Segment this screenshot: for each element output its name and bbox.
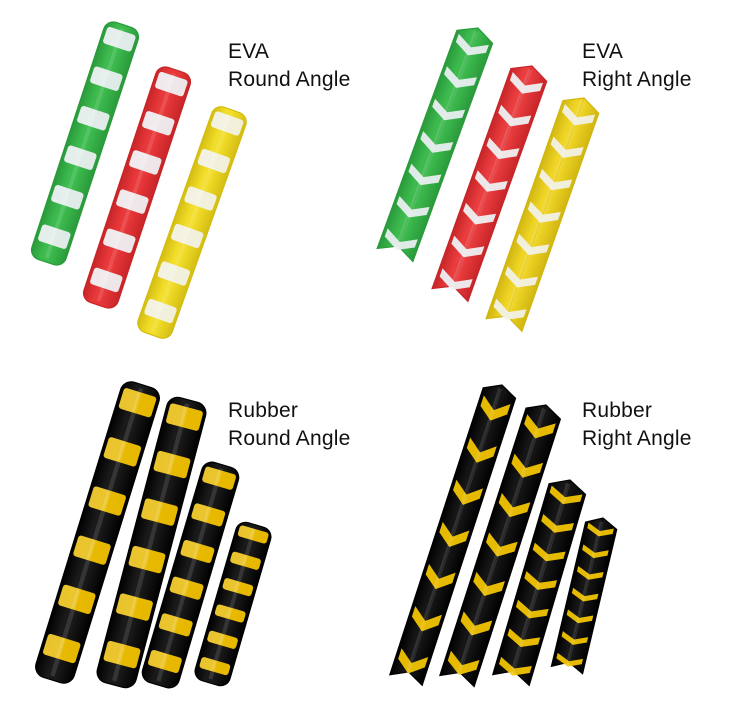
panel-eva-right-angle: EVA Right Angle (371, 0, 743, 355)
corner-guard (438, 404, 562, 688)
panel-caption: EVA Right Angle (582, 38, 692, 94)
corner-guard (35, 381, 160, 684)
caption-material: EVA (582, 40, 624, 63)
corner-guard (194, 521, 272, 687)
caption-material: Rubber (582, 399, 653, 422)
corner-guard (376, 27, 494, 263)
caption-angle: Round Angle (228, 68, 351, 91)
corner-guard (82, 66, 192, 309)
caption-angle: Round Angle (228, 427, 351, 450)
corner-guard (491, 479, 587, 687)
panel-rubber-round-angle: Rubber Round Angle (0, 355, 371, 711)
caption-material: EVA (228, 40, 270, 63)
corner-guard (30, 21, 140, 266)
panel-caption: Rubber Right Angle (582, 397, 692, 453)
caption-angle: Right Angle (582, 427, 692, 450)
corner-guard (485, 97, 600, 333)
panel-caption: EVA Round Angle (228, 38, 350, 94)
eva-right-angle-guards-image (376, 27, 600, 333)
panel-eva-round-angle: EVA Round Angle (0, 0, 371, 355)
corner-guard (388, 384, 517, 687)
panel-rubber-right-angle: Rubber Right Angle (371, 355, 743, 711)
caption-material: Rubber (228, 399, 299, 422)
rubber-right-angle-guards-image (388, 384, 618, 688)
caption-angle: Right Angle (582, 68, 692, 91)
rubber-round-angle-guards-image (35, 381, 272, 689)
corner-guard (141, 461, 240, 689)
corner-guard (431, 65, 548, 303)
eva-round-angle-guards-image (30, 21, 247, 339)
corner-guard (550, 517, 618, 675)
corner-guard (137, 106, 247, 339)
corner-guard (96, 396, 207, 689)
panel-caption: Rubber Round Angle (228, 397, 350, 453)
